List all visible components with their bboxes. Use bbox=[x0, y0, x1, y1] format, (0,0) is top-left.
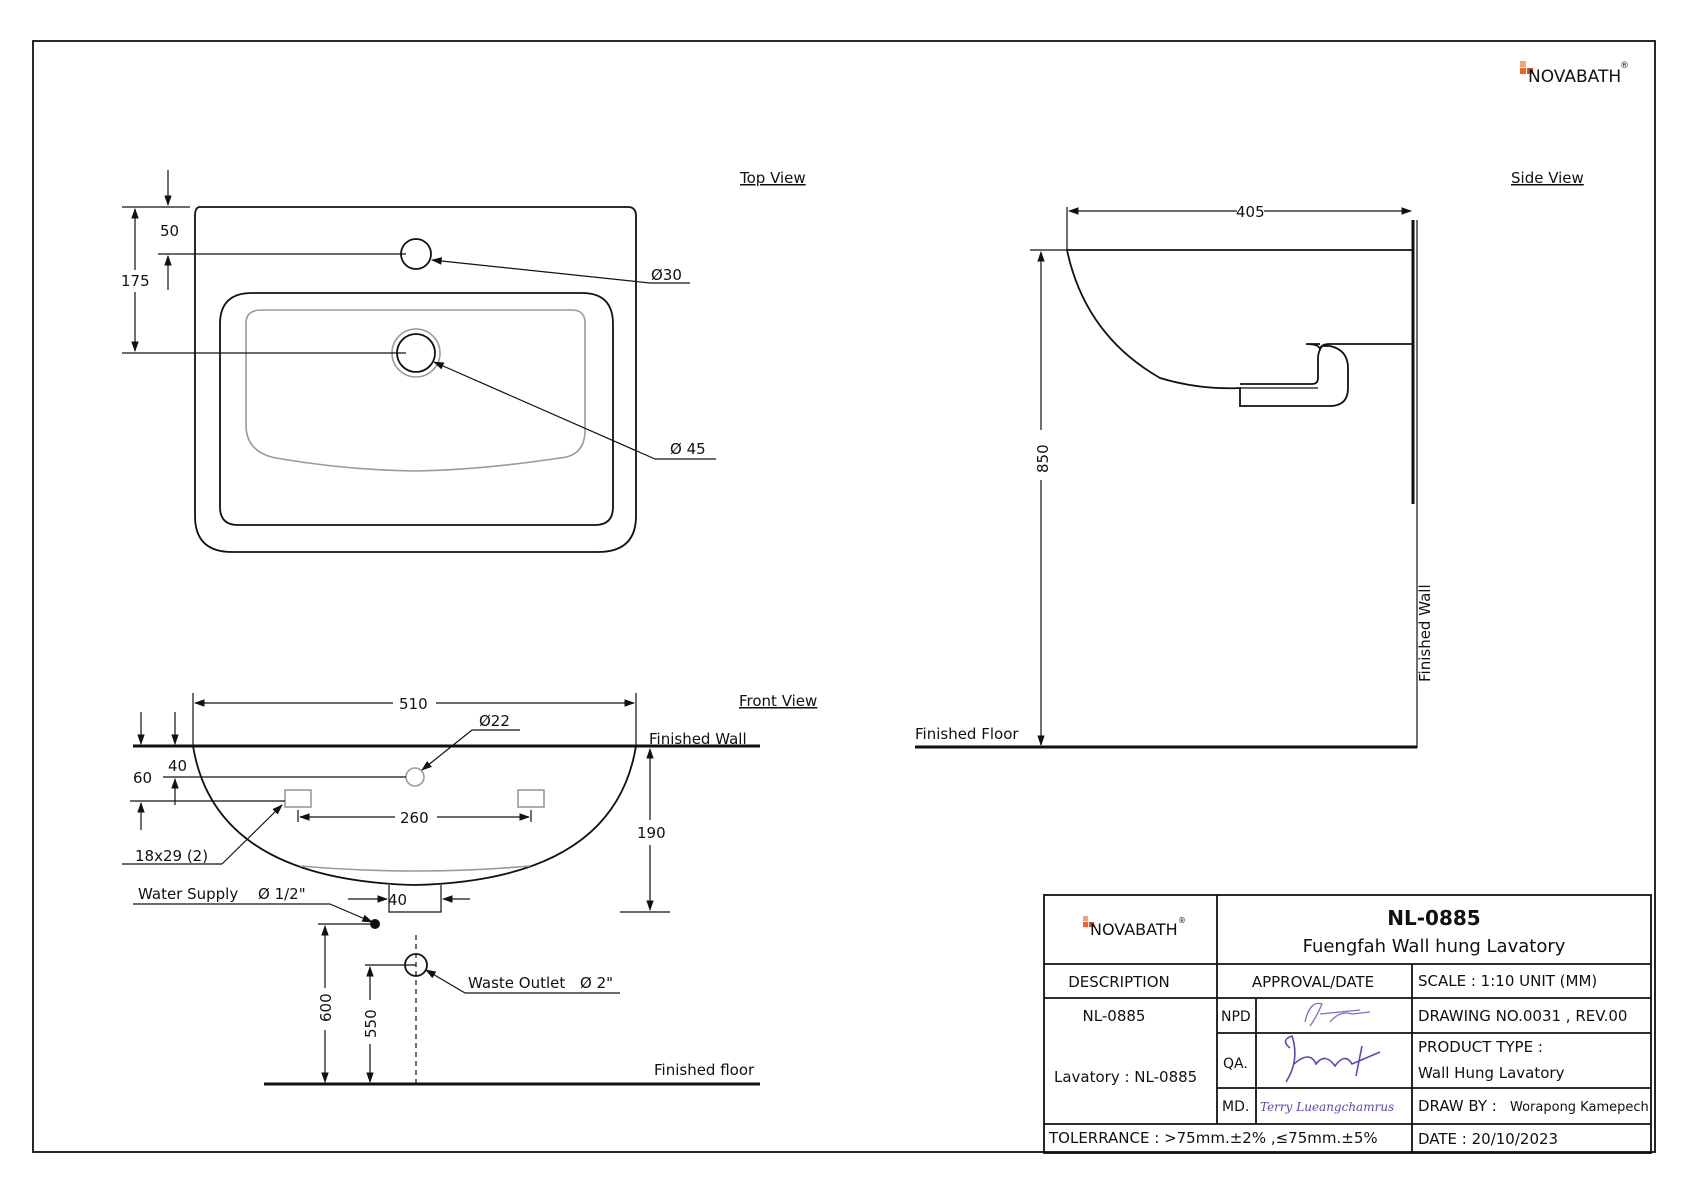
tb-date: DATE : 20/10/2023 bbox=[1418, 1130, 1558, 1148]
front-tap-hole bbox=[405, 767, 425, 787]
tb-qa-label: QA. bbox=[1223, 1056, 1248, 1072]
logo-square-3 bbox=[1527, 68, 1533, 74]
front-dim-40: 40 bbox=[168, 757, 187, 775]
front-slot-label: 18x29 (2) bbox=[135, 847, 208, 865]
front-dim-260: 260 bbox=[400, 809, 429, 827]
tb-md-name: Terry Lueangchamrus bbox=[1260, 1100, 1394, 1114]
logo-square-6 bbox=[1089, 922, 1094, 927]
waste-outlet-size: Ø 2" bbox=[580, 974, 613, 992]
tb-draw-by-label: DRAW BY : bbox=[1418, 1097, 1497, 1115]
side-view-title: Side View bbox=[1511, 169, 1584, 187]
top-view-basin-bowl bbox=[245, 309, 586, 472]
front-dim-510: 510 bbox=[399, 695, 428, 713]
front-slot-right bbox=[517, 789, 545, 808]
logo-reg-top: ® bbox=[1620, 61, 1629, 71]
side-dim-405: 405 bbox=[1236, 203, 1265, 221]
top-view-outer-rim bbox=[194, 206, 637, 553]
logo-reg-titleblock: ® bbox=[1178, 916, 1186, 925]
tb-draw-by: Worapong Kamepech bbox=[1510, 1100, 1649, 1115]
npd-signature bbox=[1304, 1002, 1371, 1027]
front-dim-190: 190 bbox=[637, 824, 666, 842]
front-finished-floor-label: Finished floor bbox=[654, 1061, 755, 1079]
tb-product-name: Fuengfah Wall hung Lavatory bbox=[1303, 936, 1566, 957]
front-dim-550: 550 bbox=[362, 1009, 380, 1038]
front-slot-left bbox=[284, 789, 312, 808]
logo-square-4 bbox=[1083, 916, 1088, 921]
tb-description-header: DESCRIPTION bbox=[1068, 973, 1170, 991]
front-dim-60: 60 bbox=[133, 769, 152, 787]
tb-product-type-label: PRODUCT TYPE : bbox=[1418, 1038, 1543, 1056]
tb-tolerance: TOLERRANCE : >75mm.±2% ,≤75mm.±5% bbox=[1048, 1129, 1378, 1147]
logo-square-2 bbox=[1520, 68, 1526, 74]
front-finished-wall-label: Finished Wall bbox=[649, 730, 747, 748]
front-basin-bowl bbox=[192, 745, 637, 886]
tb-md-label: MD. bbox=[1222, 1099, 1249, 1115]
front-dia-22: Ø22 bbox=[479, 712, 510, 730]
front-dim-40-pipe: 40 bbox=[388, 891, 407, 909]
front-view-title: Front View bbox=[739, 692, 817, 710]
top-view-inner-rim bbox=[219, 292, 614, 526]
tb-desc-code: NL-0885 bbox=[1083, 1007, 1146, 1025]
top-dim-50: 50 bbox=[160, 222, 179, 240]
tb-product-type: Wall Hung Lavatory bbox=[1418, 1064, 1565, 1082]
side-finished-wall-label: Finished Wall bbox=[1416, 584, 1434, 682]
water-supply-label: Water Supply bbox=[138, 885, 238, 903]
tb-model: NL-0885 bbox=[1387, 906, 1480, 930]
logo-square-5 bbox=[1083, 922, 1088, 927]
logo-text-top: NOVABATH bbox=[1528, 67, 1621, 87]
tb-drawing-no: DRAWING NO.0031 , REV.00 bbox=[1418, 1007, 1627, 1025]
water-supply-size: Ø 1/2" bbox=[258, 885, 306, 903]
top-dia-30: Ø30 bbox=[651, 266, 682, 284]
side-view: 405 850 Finished Wall Finished Floor bbox=[915, 203, 1434, 749]
side-basin-profile bbox=[1066, 249, 1414, 407]
top-dia-45: Ø 45 bbox=[670, 440, 706, 458]
logo-square-1 bbox=[1520, 61, 1526, 67]
front-dim-600: 600 bbox=[317, 993, 335, 1022]
front-view: 510 Ø22 Finished Wall 40 60 260 18x29 (2… bbox=[122, 693, 760, 1086]
top-view: 50 175 Ø30 Ø 45 bbox=[121, 170, 716, 553]
tb-scale: SCALE : 1:10 UNIT (MM) bbox=[1418, 972, 1597, 990]
tb-npd-label: NPD bbox=[1221, 1009, 1251, 1025]
side-dim-850: 850 bbox=[1034, 444, 1052, 473]
waste-outlet-label: Waste Outlet bbox=[468, 974, 565, 992]
top-dim-175: 175 bbox=[121, 272, 150, 290]
sheet-border bbox=[32, 40, 1656, 1153]
tb-desc-full: Lavatory : NL-0885 bbox=[1054, 1068, 1197, 1086]
qa-signature bbox=[1284, 1034, 1381, 1083]
tb-approval-header: APPROVAL/DATE bbox=[1252, 973, 1374, 991]
top-view-title: Top View bbox=[739, 169, 806, 187]
side-finished-floor-label: Finished Floor bbox=[915, 725, 1019, 743]
brand-logo-top: NOVABATH ® bbox=[1520, 61, 1629, 87]
title-block: NOVABATH ® NL-0885 Fuengfah Wall hung La… bbox=[1043, 894, 1652, 1154]
logo-text-titleblock: NOVABATH bbox=[1090, 920, 1178, 939]
